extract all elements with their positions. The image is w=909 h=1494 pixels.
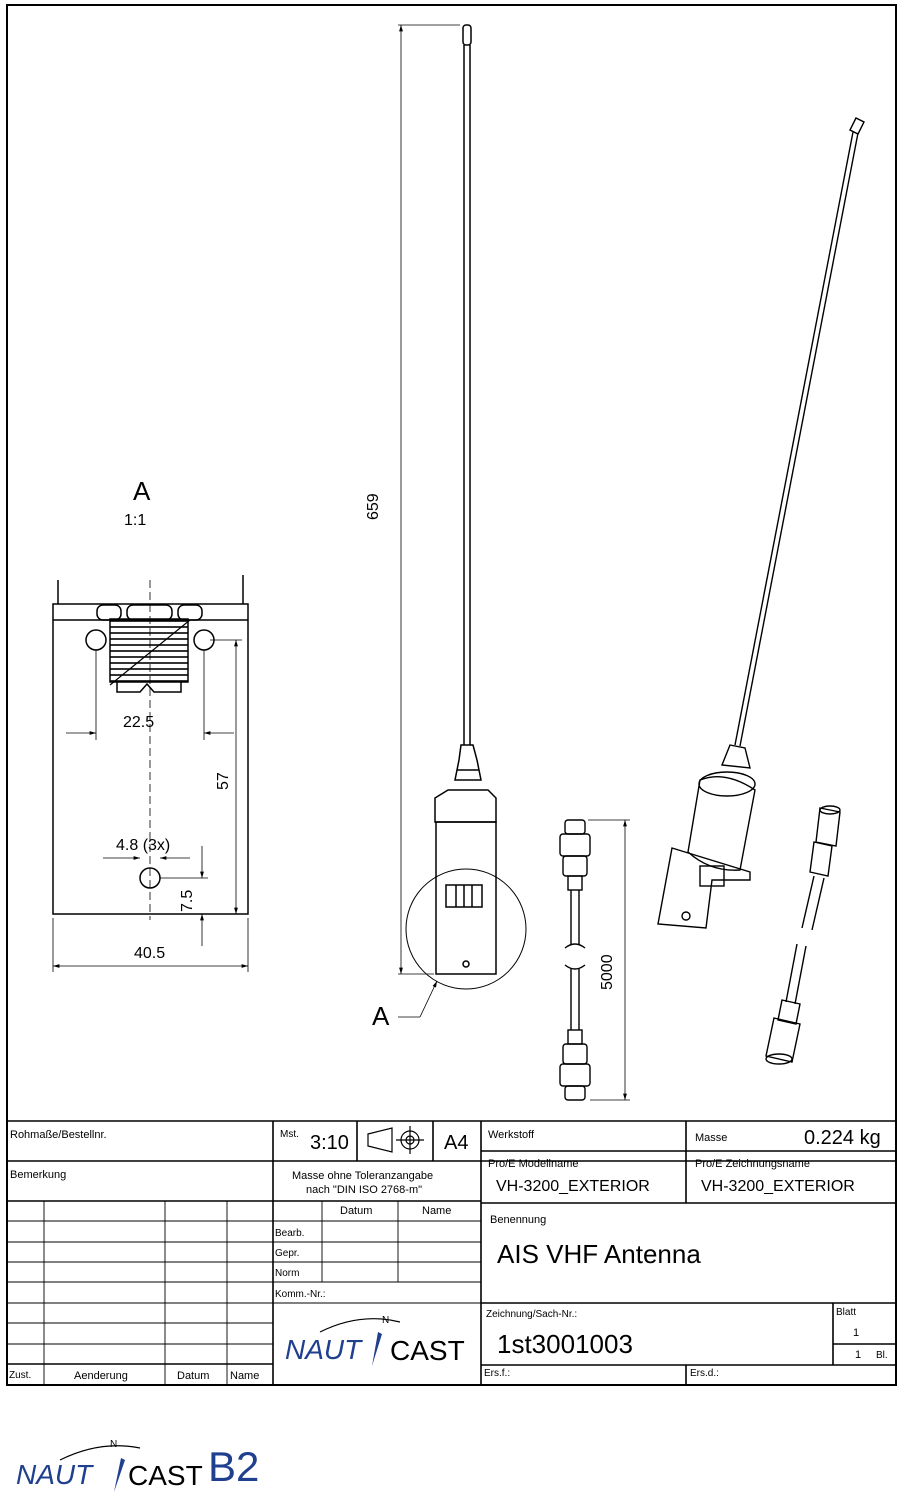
footer-logo-n-mark: N <box>110 1439 118 1450</box>
bemerkung-label: Bemerkung <box>10 1169 67 1181</box>
logo-needle-icon <box>372 1332 382 1366</box>
dim-hole-height: 57 <box>215 772 232 790</box>
footer-logo-needle-icon <box>114 1458 125 1492</box>
mst-label: Mst. <box>280 1129 299 1140</box>
proe-model-value: VH-3200_EXTERIOR <box>496 1178 650 1195</box>
zeichnung-label: Zeichnung/Sach-Nr.: <box>486 1309 578 1320</box>
format-value: A4 <box>444 1132 469 1154</box>
blatt-label: Blatt <box>836 1307 857 1318</box>
masse-label: Masse <box>695 1132 728 1144</box>
zust-label: Zust. <box>9 1370 32 1381</box>
blatt-value: 1 <box>853 1327 860 1339</box>
bearb-label: Bearb. <box>275 1228 305 1239</box>
view-scale: 1:1 <box>124 512 147 529</box>
antenna-front-view <box>405 24 527 990</box>
logo-cast-text: CAST <box>390 1335 465 1366</box>
ersf-label: Ers.f.: <box>484 1368 511 1379</box>
rohmasse-label: Rohmaße/Bestellnr. <box>10 1129 107 1141</box>
title-block-thin-grid <box>7 1201 481 1385</box>
dim-bracket-width: 40.5 <box>134 945 166 962</box>
ersd-label: Ers.d.: <box>690 1368 719 1379</box>
dim-cable-length: 5000 <box>599 954 616 990</box>
projection-symbol <box>367 1126 424 1154</box>
title-block <box>7 1120 896 1385</box>
norm-label: Norm <box>275 1268 300 1279</box>
logo-nauti-text: NAUT <box>285 1334 362 1365</box>
footer-logo-swoosh <box>59 1445 141 1461</box>
benennung-value: AIS VHF Antenna <box>497 1239 701 1269</box>
sheet-border <box>6 4 897 1386</box>
zeichnung-value: 1st3001003 <box>497 1329 633 1359</box>
logo-n-mark: N <box>382 1315 390 1326</box>
dim-hole-diameter: 4.8 (3x) <box>116 837 171 854</box>
dim-hole-offset: 7.5 <box>179 889 196 912</box>
datum-header: Datum <box>340 1205 373 1217</box>
tolerance-note-1: Masse ohne Toleranzangabe <box>292 1170 434 1182</box>
section-marker: A <box>372 1001 390 1031</box>
name-header: Name <box>422 1205 452 1217</box>
werkstoff-label: Werkstoff <box>488 1129 535 1141</box>
view-label: A <box>133 476 151 506</box>
footer-logo-cast-text: CAST <box>128 1460 203 1491</box>
name-label: Name <box>230 1370 260 1382</box>
cable-view <box>559 819 591 1101</box>
gepr-label: Gepr. <box>275 1248 300 1259</box>
proe-drawing-label: Pro/E Zeichnungsname <box>695 1158 810 1170</box>
komm-label: Komm.-Nr.: <box>275 1289 326 1300</box>
tolerance-note-2: nach "DIN ISO 2768-m" <box>306 1184 423 1196</box>
antenna-isometric-view <box>657 117 865 929</box>
dim-hole-spacing: 22.5 <box>123 714 155 731</box>
benennung-label: Benennung <box>490 1214 547 1226</box>
bracket-detail-view <box>52 575 249 920</box>
logo-swoosh <box>319 1318 401 1333</box>
bl-value: 1 <box>855 1349 862 1361</box>
bracket-dimensions <box>52 639 249 972</box>
mst-value: 3:10 <box>310 1132 349 1154</box>
aenderung-label: Aenderung <box>74 1370 128 1382</box>
cable-length-dimension <box>588 819 630 1101</box>
footer-logo-nauti-text: NAUT <box>16 1459 93 1490</box>
cable-connector-isometric <box>765 805 841 1065</box>
datum-label: Datum <box>177 1370 210 1382</box>
proe-drawing-value: VH-3200_EXTERIOR <box>701 1178 855 1195</box>
footer-model-label: B2 <box>208 1443 260 1490</box>
proe-model-label: Pro/E Modellname <box>488 1158 579 1170</box>
bl-label: Bl. <box>876 1350 888 1361</box>
antenna-height-dimension <box>398 24 460 1018</box>
dim-height-total: 659 <box>365 493 382 520</box>
masse-value: 0.224 kg <box>804 1127 881 1149</box>
